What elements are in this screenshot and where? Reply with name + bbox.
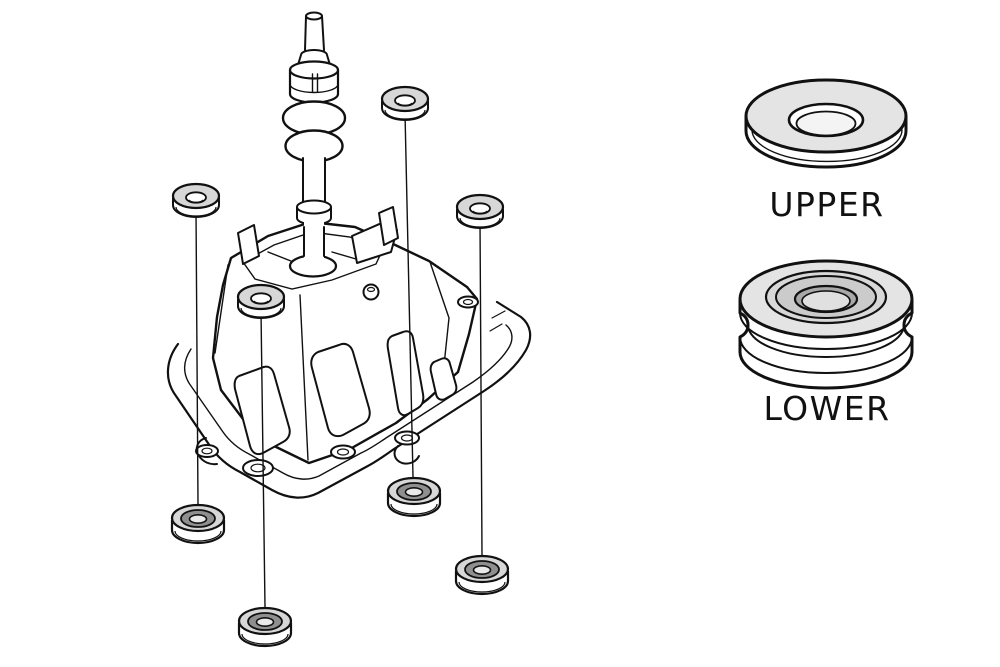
lower-grommet-contour-1: [739, 336, 913, 374]
flange-hole-left: [195, 444, 219, 458]
pivot-ball-highlight: [366, 286, 376, 293]
upper-washer: [171, 182, 221, 219]
shaft-neck-occluder: [303, 150, 325, 208]
upper-washer-callout: UPPER: [744, 78, 908, 224]
bolt-leader-lines: [195, 112, 483, 608]
upper-washer: [380, 85, 430, 122]
shaft-keyway: [311, 73, 319, 93]
upper-label: UPPER: [769, 185, 884, 224]
lower-grommet: [454, 554, 510, 596]
flange-hole-bottom-left: [242, 459, 274, 477]
front-corner-edge: [299, 294, 309, 461]
housing-top-rim: [241, 231, 383, 290]
lower-grommet-contour-2: [739, 312, 913, 350]
shaft-lower-neck-occluder: [304, 221, 324, 258]
lower-grommet: [237, 606, 293, 648]
flange-hole-bottom-center: [330, 444, 356, 460]
lower-grommet-bottom-edge: [738, 350, 914, 390]
upper-washer-side: [744, 115, 908, 169]
upper-washer-side-contour: [751, 129, 903, 163]
mechanism-line-right: [331, 251, 357, 260]
shaft-tip: [304, 15, 325, 55]
upper-washer-hole-inner: [795, 110, 857, 137]
shaft-lower-neck-sides: [303, 226, 325, 257]
shaft-cylinder-top: [288, 60, 340, 80]
base-flange-inner-contour: [183, 324, 513, 480]
left-corner-edge: [214, 264, 229, 354]
upper-washer: [455, 193, 505, 230]
lower-grommet-callout: LOWER: [738, 259, 914, 428]
shaft-cylinder-band: [289, 83, 339, 94]
lower-grommet-waist: [747, 324, 905, 358]
leader-line-1: [195, 209, 199, 505]
linkage-tab-left: [237, 224, 260, 265]
linkage-tab-right: [378, 206, 399, 246]
shaft-collar-lower-top: [296, 199, 332, 215]
lower-grommets: [170, 476, 510, 648]
lower-grommet: [386, 476, 442, 518]
leader-line-3: [404, 112, 414, 478]
flange-boss-right-tip: [457, 295, 506, 332]
flange-hole-right: [394, 430, 420, 446]
lower-label: LOWER: [763, 389, 890, 428]
shaft-tip-top: [305, 11, 323, 21]
leader-line-4: [479, 220, 483, 556]
lower-grommet: [170, 503, 226, 545]
right-wall-small-window: [429, 357, 458, 401]
upper-washer: [236, 283, 286, 320]
shaft-neck-sides: [302, 157, 326, 207]
front-wall-window: [310, 342, 371, 438]
shift-lever-shaft: [281, 11, 347, 258]
shifter-housing: [166, 206, 532, 499]
bolt-ear-right: [393, 445, 420, 465]
lower-grommet-hole-inner: [801, 290, 851, 312]
right-wall-window: [386, 330, 425, 417]
leader-line-2: [260, 310, 266, 608]
shaft-boss: [288, 254, 338, 278]
